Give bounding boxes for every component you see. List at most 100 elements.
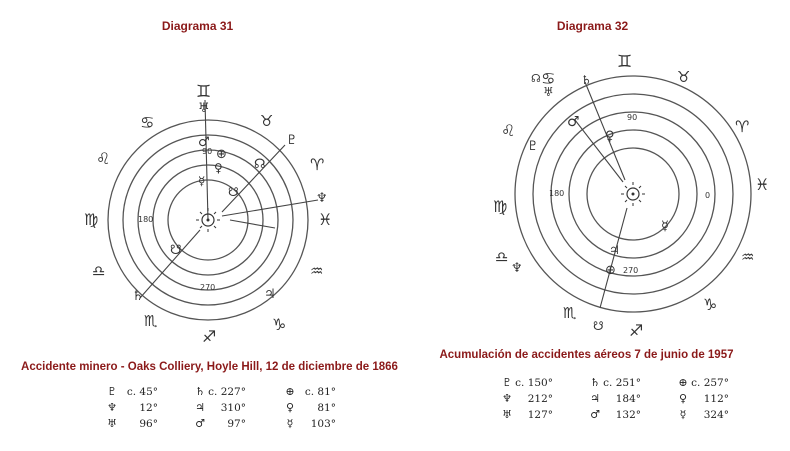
planet-glyph-icon: ♅	[107, 417, 117, 430]
degree-180-label: 180	[138, 215, 153, 224]
leo-icon: ♌	[501, 121, 515, 140]
orbit-rings	[514, 75, 752, 313]
mercury-icon: ☿	[198, 174, 205, 188]
planet-degree-value: 12°	[139, 402, 158, 414]
degree-270-label: 270	[623, 266, 638, 275]
aries-icon: ♈	[310, 155, 324, 174]
planet-degree-value: 212°	[527, 393, 553, 405]
table-cell: ♅ 96°	[104, 417, 158, 430]
aquarius-icon: ♒	[741, 248, 754, 266]
spoke-saturn	[584, 81, 626, 181]
spoke-node	[599, 207, 628, 309]
aquarius-icon: ♒	[310, 262, 323, 280]
venus-icon: ♀	[214, 161, 223, 175]
moon-node-icon: ☋	[228, 185, 239, 199]
planet-glyph-icon: ♂	[590, 408, 600, 421]
planet-glyph-icon: ♄	[195, 385, 205, 398]
sagittarius-icon: ♐	[202, 327, 216, 346]
gemini-icon: ♊	[196, 82, 211, 102]
planet-glyph-icon: ♀	[678, 392, 688, 405]
planet-glyph-icon: ⊕	[678, 376, 688, 389]
planet-degree-value: c. 227°	[208, 386, 246, 398]
table-cell: ♆212°	[499, 392, 553, 405]
cancer-icon: ♋	[140, 113, 154, 132]
node-icon: ☊	[254, 157, 266, 172]
degree-270-label: 270	[200, 283, 215, 292]
node-lower-icon: ☋	[170, 243, 182, 258]
degree-180-label: 180	[549, 189, 564, 198]
sagittarius-icon: ♐	[629, 321, 643, 340]
taurus-icon: ♉	[677, 68, 690, 86]
spoke-mars	[574, 119, 624, 183]
planet-glyph-icon: ♃	[590, 392, 600, 405]
planet-glyph-icon: ⊕	[285, 385, 295, 398]
earth-icon: ⊕	[605, 263, 616, 278]
jupiter-icon: ♃	[264, 287, 276, 302]
planet-glyph-icon: ♆	[107, 401, 117, 414]
planet-degree-value: 103°	[310, 418, 336, 430]
table-cell: ♄c. 227°	[192, 385, 246, 398]
mercury-icon: ☿	[661, 219, 669, 234]
table-cell: ♄c. 251°	[587, 376, 641, 389]
table-cell: ♇c. 150°	[499, 376, 553, 389]
jupiter-icon: ♃	[609, 243, 620, 257]
planet-glyph-icon: ♄	[590, 376, 600, 389]
pluto-icon: ♇	[527, 139, 539, 154]
aries-icon: ♈	[735, 117, 749, 136]
table-cell: ♇c. 45°	[104, 385, 158, 398]
mars-icon: ♂	[567, 114, 580, 130]
planet-glyph-icon: ♇	[107, 385, 117, 398]
spoke-saturn	[139, 229, 201, 299]
planet-degree-value: c. 150°	[515, 377, 553, 389]
planet-degree-value: 132°	[615, 409, 641, 421]
planet-glyph-icon: ♀	[285, 401, 295, 414]
capricorn-icon: ♑	[272, 315, 286, 334]
planet-degree-value: 112°	[703, 393, 729, 405]
virgo-icon: ♍	[493, 197, 507, 216]
libra-icon: ♎	[495, 248, 508, 266]
uranus-icon: ♅	[198, 101, 210, 116]
taurus-icon: ♉	[260, 112, 273, 130]
table-cell: ♆ 12°	[104, 401, 158, 414]
degree-90-label: 90	[627, 113, 637, 122]
orbit-rings	[107, 119, 309, 321]
planet-degree-value: c. 257°	[691, 377, 729, 389]
planet-degree-value: 96°	[139, 418, 158, 430]
diagram-32-panel: Diagrama 32 90 180 270 0 ♊ ♉	[395, 0, 790, 451]
pisces-icon: ♓	[318, 210, 332, 229]
planet-degree-value: c. 251°	[603, 377, 641, 389]
degree-90-label: 90	[202, 147, 212, 156]
table-cell: ⊕c. 257°	[675, 376, 729, 389]
pluto-icon: ♇	[286, 133, 298, 148]
leo-icon: ♌	[96, 149, 110, 168]
diagram-31-caption: Accidente minero - Oaks Colliery, Hoyle …	[21, 361, 398, 373]
mars-icon: ♂	[198, 135, 210, 150]
planet-degree-value: 184°	[615, 393, 641, 405]
planet-degree-value: 324°	[703, 409, 729, 421]
diagram-32-title: Diagrama 32	[556, 19, 629, 33]
table-cell: ♂ 132°	[587, 408, 641, 421]
earth-icon: ⊕	[216, 147, 227, 162]
planet-degree-value: 127°	[527, 409, 553, 421]
degree-0-label: 0	[705, 191, 710, 200]
table-cell: ♀ 112°	[675, 392, 729, 405]
diagram-31-title: Diagrama 31	[161, 19, 234, 33]
planet-glyph-icon: ♅	[502, 408, 512, 421]
spoke-pluto	[221, 144, 286, 213]
scorpio-icon: ♏	[144, 312, 158, 330]
neptune-icon: ♆	[316, 191, 328, 206]
venus-icon: ♀	[605, 129, 615, 144]
table-cell: ♂97°	[192, 417, 246, 430]
saturn-icon: ♄	[581, 73, 592, 87]
table-cell: ☿324°	[675, 408, 729, 421]
virgo-icon: ♍	[84, 210, 98, 229]
diagram-32-caption: Acumulación de accidentes aéreos 7 de ju…	[439, 349, 734, 361]
scorpio-icon: ♏	[563, 304, 577, 322]
planet-degree-value: 97°	[227, 418, 246, 430]
planet-degree-value: 81°	[317, 402, 336, 414]
table-cell: ☿103°	[282, 417, 336, 430]
table-cell: ⊕c. 81°	[282, 385, 336, 398]
pisces-icon: ♓	[755, 175, 769, 194]
spoke-uranus	[204, 99, 209, 221]
planet-degree-value: 310°	[220, 402, 246, 414]
